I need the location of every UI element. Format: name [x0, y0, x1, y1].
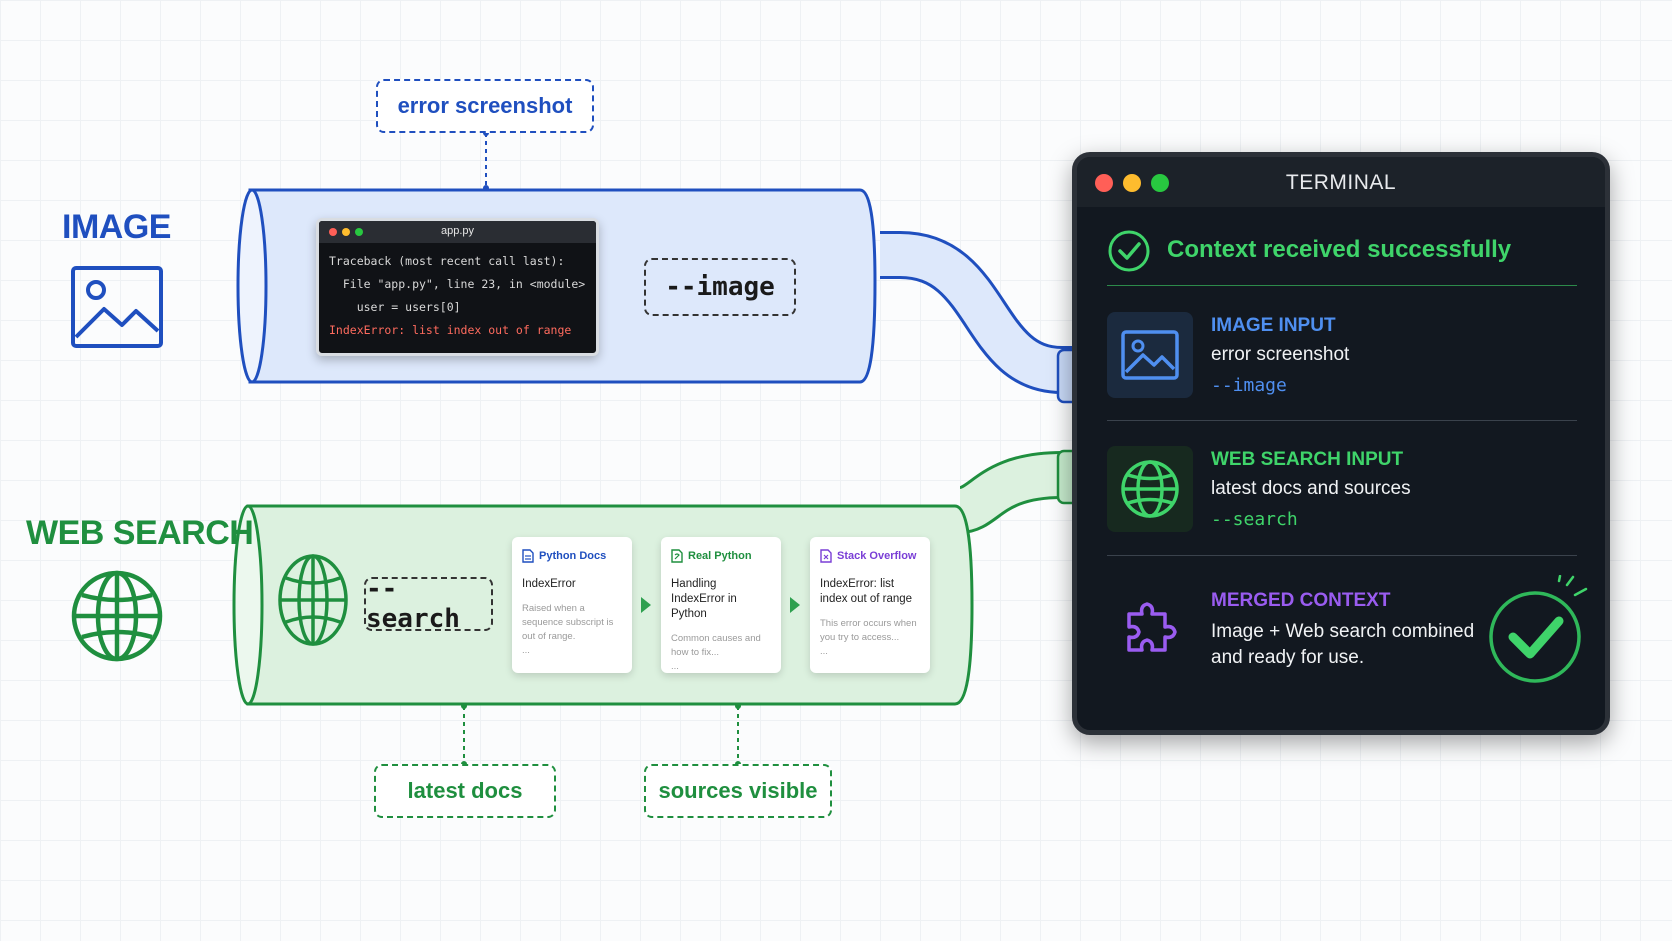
- terminal-status: Context received successfully: [1167, 236, 1512, 263]
- tube-globe-icon: [277, 553, 349, 652]
- merged-context-text: Image + Web search combined: [1211, 621, 1475, 642]
- doc-card-stack-overflow[interactable]: Stack Overflow IndexError: list index ou…: [810, 537, 930, 673]
- merged-context-text: and ready for use.: [1211, 647, 1365, 668]
- code-line: user = users[0]: [329, 300, 461, 314]
- status-divider: [1107, 285, 1577, 286]
- terminal-titlebar: TERMINAL: [1077, 157, 1605, 207]
- image-tube-mouth: [236, 188, 268, 384]
- python-doc-icon: [671, 549, 683, 563]
- image-icon: [70, 265, 164, 354]
- card-ellipsis: ...: [522, 645, 530, 656]
- doc-icon: [522, 549, 534, 563]
- minimize-dot-icon[interactable]: [1123, 174, 1141, 192]
- globe-icon: [70, 567, 164, 670]
- web-search-input-heading: WEB SEARCH INPUT: [1211, 449, 1404, 470]
- card-title: Handling IndexError in Python: [671, 578, 737, 620]
- card-source: Real Python: [671, 549, 771, 563]
- web-search-section-label: WEB SEARCH: [26, 514, 254, 552]
- maximize-dot-icon[interactable]: [1151, 174, 1169, 192]
- doc-card-python-docs[interactable]: Python Docs IndexError Raised when a seq…: [512, 537, 632, 673]
- row-divider: [1107, 555, 1577, 556]
- search-tube-mouth: [232, 504, 264, 706]
- row-divider: [1107, 420, 1577, 421]
- card-snippet: Common causes and how to fix...: [671, 633, 761, 658]
- web-search-input-flag: --search: [1211, 509, 1298, 530]
- puzzle-icon: [1127, 602, 1177, 652]
- image-flag: --image: [644, 258, 796, 316]
- web-search-input-text: latest docs and sources: [1211, 478, 1411, 499]
- card-source: Python Docs: [522, 549, 622, 563]
- stackoverflow-doc-icon: [820, 549, 832, 563]
- sources-visible-callout: sources visible: [644, 764, 832, 818]
- arrow-right-icon: [790, 597, 800, 613]
- card-ellipsis: ...: [671, 661, 679, 672]
- error-screenshot-callout: error screenshot: [376, 79, 594, 133]
- arrow-right-icon: [641, 597, 651, 613]
- card-title: IndexError: list index out of range: [820, 578, 913, 605]
- doc-card-real-python[interactable]: Real Python Handling IndexError in Pytho…: [661, 537, 781, 673]
- minimize-dot-icon: [342, 228, 350, 236]
- image-input-text: error screenshot: [1211, 344, 1350, 365]
- code-filename: app.py: [440, 225, 475, 237]
- check-circle-icon: [1107, 229, 1151, 278]
- terminal-window: TERMINAL Context received successfully I…: [1072, 152, 1610, 735]
- image-icon: [1121, 330, 1179, 380]
- image-input-heading: IMAGE INPUT: [1211, 315, 1336, 336]
- card-ellipsis: ...: [820, 646, 828, 657]
- web-search-input-icon-box: [1107, 446, 1193, 532]
- code-line: File "app.py", line 23, in <module>: [329, 277, 586, 291]
- code-line: Traceback (most recent call last):: [329, 254, 565, 268]
- code-window-titlebar: app.py: [319, 221, 596, 243]
- success-check-icon: [1487, 574, 1599, 692]
- card-title: IndexError: [522, 578, 576, 590]
- code-error-line: IndexError: list index out of range: [329, 323, 572, 337]
- search-pipe-fill: [957, 454, 1075, 531]
- merged-context-heading: MERGED CONTEXT: [1211, 590, 1391, 611]
- image-input-icon-box: [1107, 312, 1193, 398]
- close-dot-icon: [329, 228, 337, 236]
- merged-context-icon-box: [1107, 584, 1193, 670]
- card-snippet: This error occurs when you try to access…: [820, 618, 917, 643]
- maximize-dot-icon: [355, 228, 363, 236]
- card-source: Stack Overflow: [820, 549, 920, 563]
- latest-docs-callout: latest docs: [374, 764, 556, 818]
- card-snippet: Raised when a sequence subscript is out …: [522, 603, 614, 642]
- image-section-label: IMAGE: [62, 208, 171, 246]
- image-input-flag: --image: [1211, 375, 1287, 396]
- code-window: app.py Traceback (most recent call last)…: [316, 218, 599, 356]
- close-dot-icon[interactable]: [1095, 174, 1113, 192]
- globe-icon: [1121, 460, 1179, 518]
- terminal-title: TERMINAL: [1285, 171, 1397, 194]
- image-pipe-fill: [880, 234, 1075, 391]
- search-flag: --search: [364, 574, 493, 634]
